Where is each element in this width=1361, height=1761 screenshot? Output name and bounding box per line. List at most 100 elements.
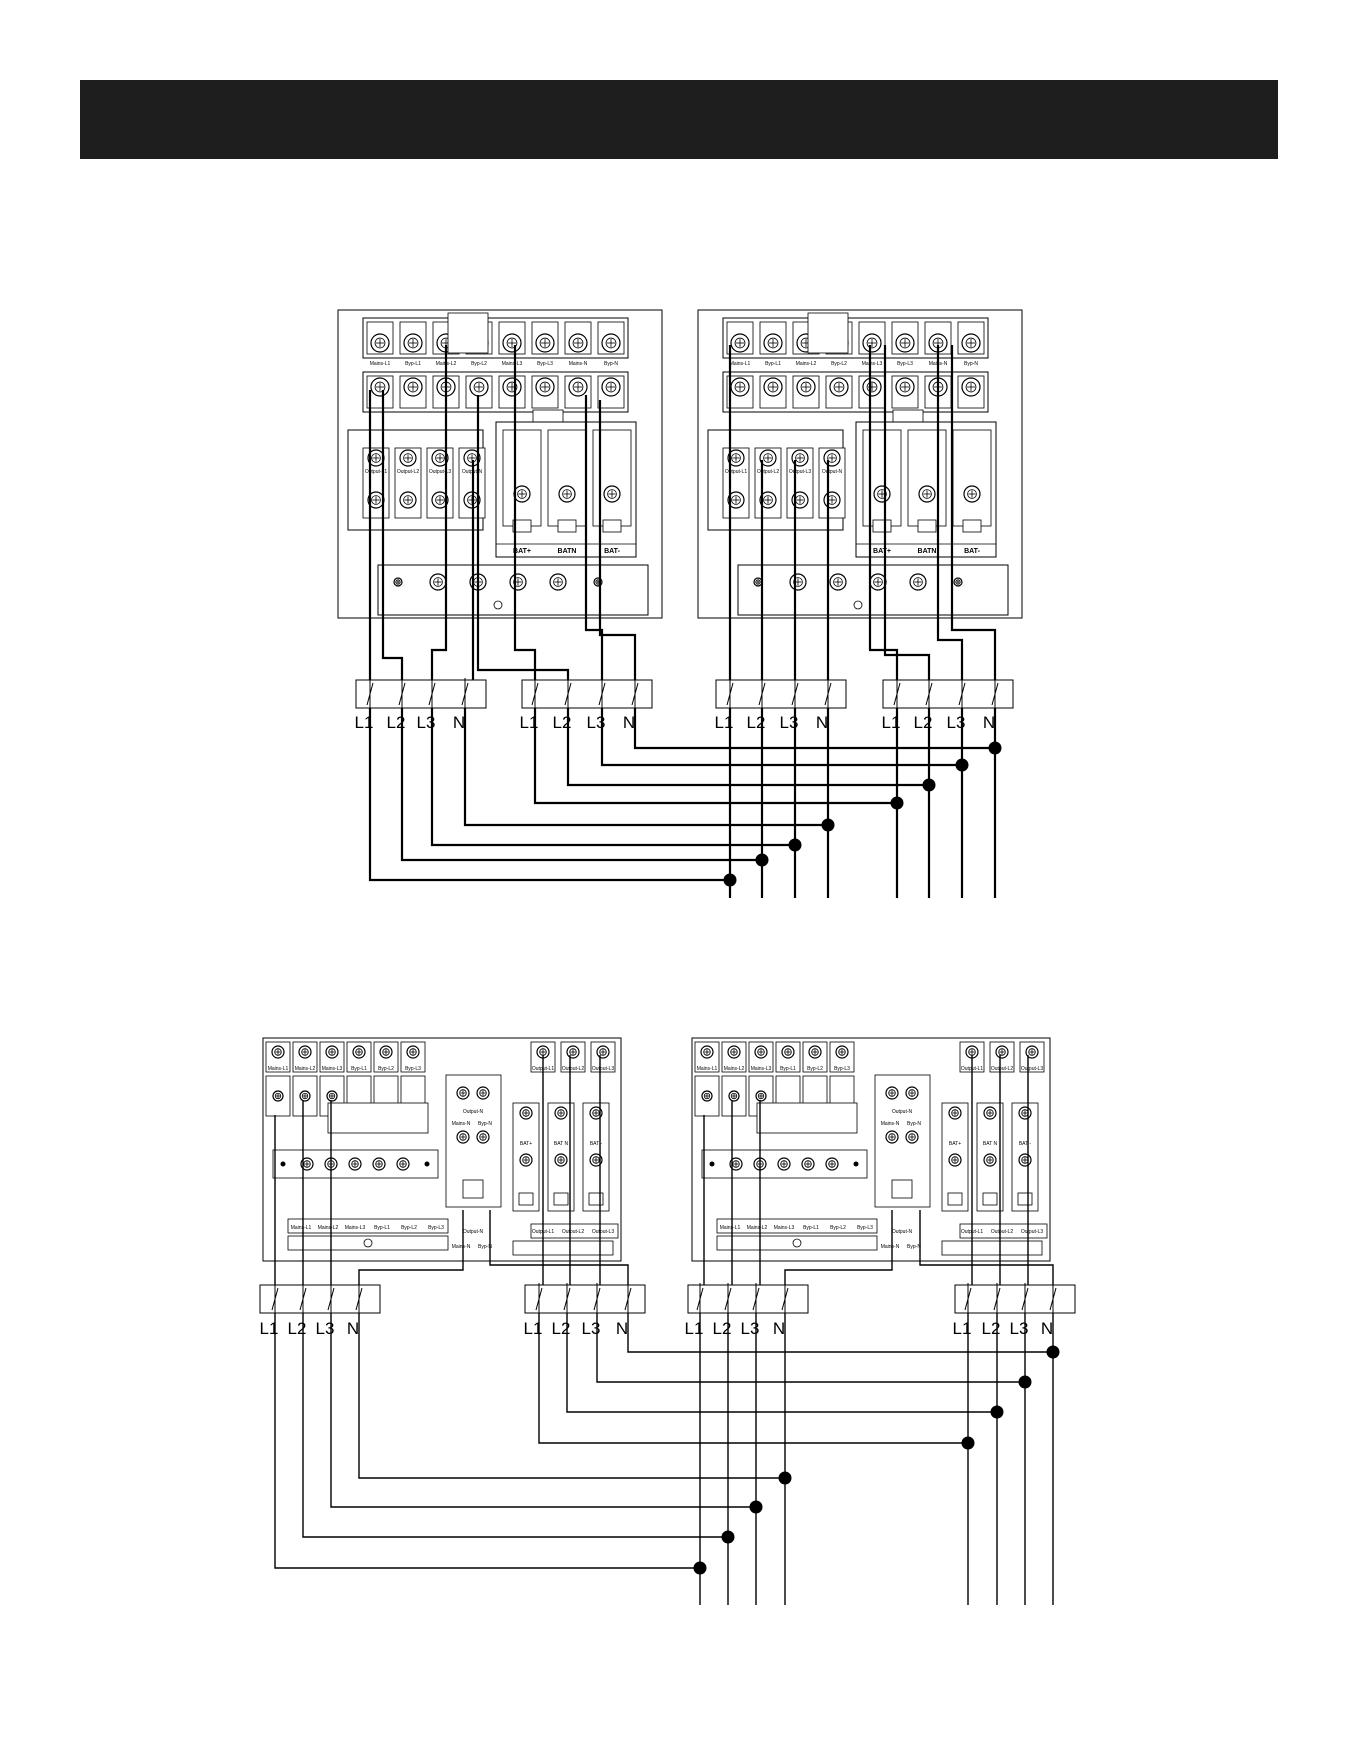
terminal-label: Byp-L3 xyxy=(405,1066,421,1072)
screw-inner-icon xyxy=(371,453,381,463)
wire-parallel-output xyxy=(566,708,929,787)
terminal-label: Byp-L1 xyxy=(405,361,421,367)
wire-parallel-output xyxy=(596,1313,1025,1383)
ground-symbol-icon xyxy=(493,600,503,610)
ground-symbol-icon xyxy=(792,1238,802,1248)
wire-mains-n xyxy=(358,1210,464,1285)
byp-n-label: Byp-N xyxy=(907,1121,921,1127)
terminal-label: Byp-N xyxy=(964,361,978,367)
screw-inner-icon xyxy=(793,577,803,587)
screw-inner-icon xyxy=(328,1092,336,1100)
page-header-bar xyxy=(80,80,1278,159)
terminal-label: Byp-L1 xyxy=(765,361,781,367)
terminal-label: Byp-L1 xyxy=(351,1066,367,1072)
breaker-contact xyxy=(564,682,572,706)
screw-inner-icon xyxy=(539,381,551,393)
battery-label: BAT+ xyxy=(949,1141,961,1147)
wire-output-l3 xyxy=(584,395,604,680)
breaker-pole-label: N xyxy=(616,1319,628,1338)
output-strip-label: Output-L2 xyxy=(562,1229,584,1235)
screw-inner-icon xyxy=(328,1048,336,1056)
screw-inner-icon xyxy=(433,577,443,587)
screw-inner-icon xyxy=(866,337,878,349)
wire-output-n-u2 xyxy=(919,1210,1054,1285)
battery-lug xyxy=(588,1192,604,1206)
wire-parallel-output xyxy=(600,708,962,767)
breaker-contact xyxy=(726,682,734,706)
breaker-contact xyxy=(461,682,469,706)
terminal-label: Mains-L2 xyxy=(724,1066,745,1072)
screw-inner-icon xyxy=(888,1089,896,1097)
breaker-contact xyxy=(925,682,933,706)
mains-n-label: Mains-N xyxy=(452,1121,471,1127)
battery-label: BATN xyxy=(558,548,577,555)
wire-parallel-input xyxy=(330,1313,756,1508)
screw-inner-icon xyxy=(374,381,386,393)
screw-inner-icon xyxy=(409,1048,417,1056)
screw-inner-icon xyxy=(913,577,923,587)
screw-inner-icon xyxy=(757,1048,765,1056)
screw-inner-icon xyxy=(784,1048,792,1056)
breaker-pole-label: N xyxy=(453,713,465,732)
bottom-strip-label: Byp-L1 xyxy=(374,1225,390,1231)
breaker-pole-label: L3 xyxy=(741,1319,760,1338)
battery-terminal xyxy=(547,429,587,527)
battery-lug xyxy=(1017,1192,1033,1206)
bottom-strip-label: Mains-L2 xyxy=(318,1225,339,1231)
screw-inner-icon xyxy=(403,453,413,463)
terminal-label: Mains-N xyxy=(569,361,588,367)
battery-label: BATN xyxy=(918,548,937,555)
battery-lug xyxy=(512,519,532,533)
output-strip xyxy=(959,1223,1048,1239)
screw-inner-icon xyxy=(730,1092,738,1100)
breaker-pole-label: L2 xyxy=(713,1319,732,1338)
terminal-strip-bottom xyxy=(716,1218,878,1234)
breaker-pole-label: L1 xyxy=(715,713,734,732)
screw-inner-icon xyxy=(955,579,961,585)
busbar-plate xyxy=(327,1102,429,1134)
terminal-label: Byp-L3 xyxy=(537,361,553,367)
output-strip-label: Output-L3 xyxy=(1021,1229,1043,1235)
screw-inner-icon xyxy=(382,1048,390,1056)
wire-parallel-output xyxy=(538,1313,968,1444)
screw-inner-icon xyxy=(522,1109,530,1117)
screw-inner-icon xyxy=(473,381,485,393)
battery-label: BAT- xyxy=(964,548,980,555)
screw-inner-icon xyxy=(513,577,523,587)
breaker-contact xyxy=(758,682,766,706)
breaker-contact xyxy=(724,1287,732,1311)
screw-inner-icon xyxy=(351,1160,359,1168)
wire-output-l2-u2 xyxy=(883,345,931,680)
screw-inner-icon xyxy=(517,489,527,499)
battery-label: BAT+ xyxy=(873,548,891,555)
ground-screw-icon xyxy=(709,1161,715,1167)
breaker-pole-label: L3 xyxy=(1010,1319,1029,1338)
breaker-output-unit2 xyxy=(882,679,1014,709)
breaker-pole-label: L2 xyxy=(914,713,933,732)
terminal-strip-bottom xyxy=(287,1218,449,1234)
screw-inner-icon xyxy=(1028,1048,1036,1056)
breaker-pole-label: N xyxy=(983,713,995,732)
screw-inner-icon xyxy=(757,1092,765,1100)
screw-inner-icon xyxy=(506,337,518,349)
screw-inner-icon xyxy=(479,1089,487,1097)
breaker-contact xyxy=(366,682,374,706)
screw-inner-icon xyxy=(922,489,932,499)
screw-inner-icon xyxy=(605,337,617,349)
breaker-pole-label: L3 xyxy=(316,1319,335,1338)
wire-output-l3-u2 xyxy=(936,345,964,680)
screw-inner-icon xyxy=(303,1160,311,1168)
screw-inner-icon xyxy=(767,381,779,393)
terminal-label: Mains-L3 xyxy=(751,1066,772,1072)
screw-inner-icon xyxy=(873,577,883,587)
battery-lug xyxy=(947,1192,963,1206)
output-strip xyxy=(530,1223,619,1239)
byp-n-label: Byp-N xyxy=(478,1121,492,1127)
busbar-plate xyxy=(756,1102,858,1134)
bottom-strip-label: Mains-L1 xyxy=(291,1225,312,1231)
breaker-contact xyxy=(631,682,639,706)
screw-inner-icon xyxy=(301,1048,309,1056)
output-terminal-label: Output-N xyxy=(822,469,843,475)
battery-terminal xyxy=(952,429,992,527)
